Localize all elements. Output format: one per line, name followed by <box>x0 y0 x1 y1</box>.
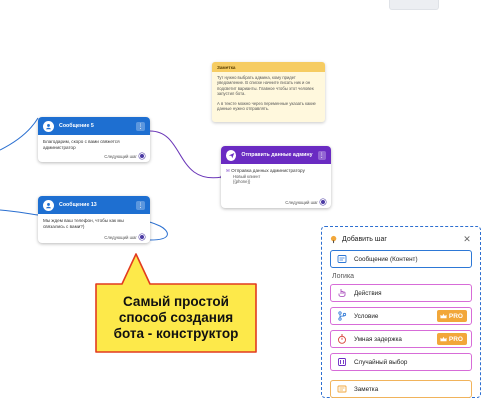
node-menu-icon[interactable]: ⋮ <box>317 150 326 160</box>
next-step-label: Следующий шаг <box>285 199 318 205</box>
connector-incoming-message13 <box>0 209 39 216</box>
user-icon <box>43 199 54 211</box>
step-label: Заметка <box>354 385 379 393</box>
step-label: Случайный выбор <box>354 358 408 366</box>
port-dot[interactable] <box>139 234 145 240</box>
note-text-1: Тут нужно выбрать админа, кому придет ув… <box>217 75 314 97</box>
send-icon <box>226 149 237 161</box>
branch-icon <box>338 311 347 321</box>
logic-section-label: Логика <box>332 273 355 280</box>
pro-label: PRO <box>448 312 463 320</box>
send-data-line-2: {{phone}} <box>233 179 251 185</box>
step-label: Условие <box>354 312 379 320</box>
user-icon <box>43 120 54 132</box>
connector-message5-to-send <box>149 130 223 179</box>
random-icon <box>338 358 346 366</box>
step-condition[interactable]: Условие PRO <box>330 307 472 325</box>
note-title: Заметка <box>212 62 325 72</box>
crown-icon <box>440 313 447 319</box>
node-title: Сообщение 13 <box>59 202 97 208</box>
add-step-panel: Добавить шаг ✕ Сообщение (Контент) Логик… <box>321 226 481 398</box>
note-text-2: А в тексте можно через переменные указат… <box>217 100 316 112</box>
next-step-port[interactable]: Следующий шаг <box>104 153 145 159</box>
step-note[interactable]: Заметка <box>330 380 472 398</box>
step-label: Сообщение (Контент) <box>354 255 418 263</box>
callout-line-1: Самый простой <box>123 294 229 310</box>
message-icon <box>337 255 347 263</box>
step-random-choice[interactable]: Случайный выбор <box>330 353 472 371</box>
node-menu-icon[interactable]: ⋮ <box>136 200 145 210</box>
note-icon <box>337 385 347 393</box>
send-admin-node[interactable]: Отправить данные админу ⋮ ✉ Отправка дан… <box>221 146 331 208</box>
node-title: Сообщение 5 <box>59 123 94 129</box>
step-label: Умная задержка <box>354 335 402 343</box>
send-data-line-1: Новый клиент <box>233 173 261 179</box>
send-data-label: ✉ Отправка данных администратору <box>226 168 305 173</box>
panel-title: Добавить шаг <box>342 235 387 243</box>
toolbar-button[interactable] <box>389 0 439 10</box>
port-dot[interactable] <box>320 199 326 205</box>
send-small-icon: ✉ <box>226 168 232 173</box>
next-step-label: Следующий шаг <box>104 153 137 159</box>
crown-icon <box>440 336 447 342</box>
step-smart-delay[interactable]: Умная задержка PRO <box>330 330 472 348</box>
connector-incoming-message5 <box>0 117 39 151</box>
note-node[interactable]: Заметка Тут нужно выбрать админа, кому п… <box>212 62 325 122</box>
node-text: Мы ждем ваш телефон, чтобы как мы связал… <box>43 218 124 229</box>
callout-line-3: бота - конструктор <box>113 325 239 341</box>
hand-pointer-icon <box>338 289 346 297</box>
callout-text: Самый простой способ создания бота - кон… <box>96 284 256 352</box>
message-node-5[interactable]: Сообщение 5 ⋮ Благодарим, скоро с вами с… <box>38 117 150 162</box>
pro-badge: PRO <box>436 310 467 322</box>
callout-line-2: способ создания <box>118 310 234 326</box>
node-menu-icon[interactable]: ⋮ <box>136 121 145 131</box>
step-label: Действия <box>354 289 382 297</box>
message-node-13[interactable]: Сообщение 13 ⋮ Мы ждем ваш телефон, чтоб… <box>38 196 150 243</box>
close-icon[interactable]: ✕ <box>463 234 471 244</box>
next-step-port[interactable]: Следующий шаг <box>285 199 326 205</box>
step-message-content[interactable]: Сообщение (Контент) <box>330 250 472 268</box>
node-title: Отправить данные админу <box>241 152 313 158</box>
add-step-icon <box>330 235 337 243</box>
pro-badge: PRO <box>436 333 467 345</box>
step-actions[interactable]: Действия <box>330 284 472 302</box>
next-step-port[interactable]: Следующий шаг <box>104 234 145 240</box>
node-text: Благодарим, скоро с вами свяжется админи… <box>43 139 120 150</box>
pro-label: PRO <box>448 335 463 343</box>
port-dot[interactable] <box>139 153 145 159</box>
next-step-label: Следующий шаг <box>104 234 137 240</box>
stopwatch-icon <box>338 334 346 344</box>
